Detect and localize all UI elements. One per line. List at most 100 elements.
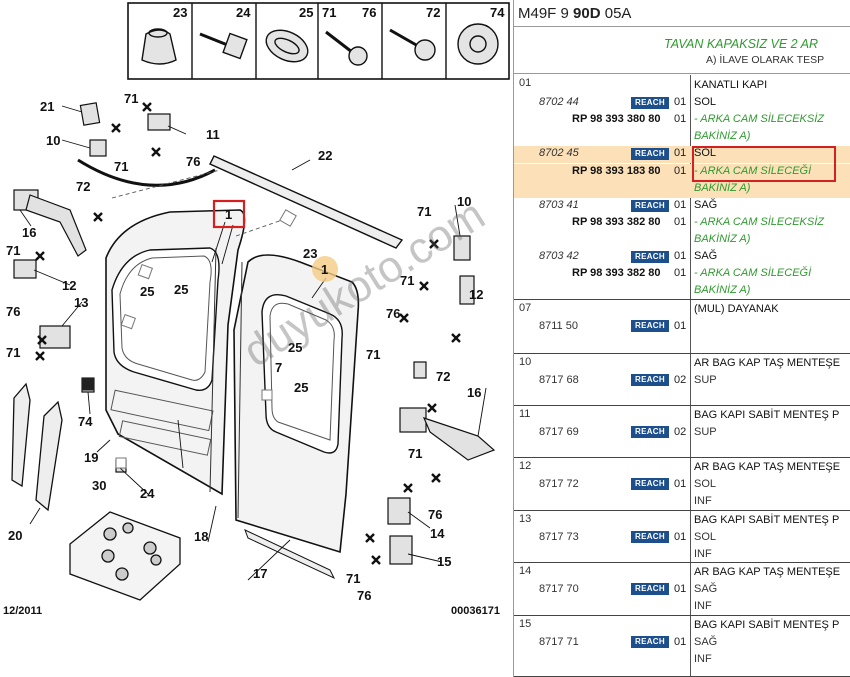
section-divider bbox=[690, 563, 691, 615]
header-suffix: 05A bbox=[604, 5, 632, 22]
callout-label: 30 bbox=[92, 478, 106, 493]
section-divider bbox=[690, 616, 691, 676]
weatherstrip bbox=[209, 155, 404, 249]
quantity: 01 bbox=[674, 164, 687, 177]
callout-label: 7 bbox=[275, 360, 282, 375]
callout-label: 72 bbox=[426, 5, 440, 20]
quantity: 01 bbox=[674, 198, 687, 211]
callout-label: 72 bbox=[436, 369, 450, 384]
part-description: BAKİNİZ A) bbox=[694, 232, 751, 245]
part-code: 8717 71 bbox=[539, 636, 579, 648]
part-row: KANATLI KAPI bbox=[514, 78, 850, 95]
hinges bbox=[13, 102, 496, 565]
section-number: 15 bbox=[519, 618, 532, 630]
quantity: 01 bbox=[674, 96, 687, 109]
part-description: BAG KAPI SABİT MENTEŞ P bbox=[694, 409, 840, 421]
callout-label: 74 bbox=[490, 5, 505, 20]
parts-list-subtitle-block: TAVAN KAPAKSIZ VE 2 AR A) İLAVE OLARAK T… bbox=[514, 28, 850, 74]
section-number: 11 bbox=[519, 408, 531, 420]
part-row: BAKİNİZ A) bbox=[514, 129, 850, 146]
part-description: SOL bbox=[694, 147, 717, 160]
callout-label: 71 bbox=[346, 571, 360, 586]
callout-label: 71 bbox=[366, 347, 380, 362]
section-divider bbox=[690, 511, 691, 562]
parts-list-header: M49F 9 90D 05A bbox=[514, 0, 850, 27]
part-description: AR BAG KAP TAŞ MENTEŞE bbox=[694, 461, 841, 473]
callout-labels-top: 23 24 25 71 76 72 74 bbox=[173, 5, 505, 20]
callout-label: 11 bbox=[206, 127, 220, 142]
reach-badge: REACH bbox=[631, 320, 669, 332]
callout-label: 18 bbox=[194, 529, 208, 544]
callout-label: 71 bbox=[322, 5, 336, 20]
quantity: 01 bbox=[674, 478, 687, 490]
part-row: BAKİNİZ A) bbox=[514, 180, 850, 198]
diagram-number: 00036171 bbox=[451, 605, 500, 617]
callout-label: 16 bbox=[467, 385, 481, 400]
reach-badge: REACH bbox=[631, 251, 669, 263]
callout-label: 71 bbox=[124, 91, 138, 106]
quantity: 01 bbox=[674, 531, 687, 543]
part-code: 8717 72 bbox=[539, 478, 579, 490]
right-door-outline bbox=[233, 254, 360, 580]
rp-reference: RP 98 393 382 80 bbox=[572, 267, 661, 280]
section-number: 12 bbox=[519, 460, 532, 472]
part-code: 8703 41 bbox=[539, 198, 579, 211]
part-row: BAKİNİZ A) bbox=[514, 283, 850, 300]
callout-label: 22 bbox=[318, 148, 332, 163]
part-description: SAĞ bbox=[694, 250, 718, 262]
section-number: 10 bbox=[519, 356, 532, 368]
quantity: 01 bbox=[674, 215, 687, 228]
rp-reference: RP 98 393 382 80 bbox=[572, 215, 661, 228]
callout-label: 76 bbox=[386, 306, 400, 321]
reach-badge: REACH bbox=[631, 583, 669, 595]
callout-label: 71 bbox=[6, 243, 20, 258]
fastener-crosses bbox=[35, 102, 461, 565]
callout-label: 14 bbox=[430, 526, 445, 541]
callout-label: 76 bbox=[362, 5, 376, 20]
part-description: BAKİNİZ A) bbox=[694, 284, 751, 297]
section-number: 07 bbox=[519, 302, 532, 314]
part-code: 8717 69 bbox=[539, 426, 579, 438]
part-code: 8702 44 bbox=[539, 96, 579, 109]
callout-highlight-dot bbox=[312, 256, 338, 282]
callout-label: 71 bbox=[400, 273, 414, 288]
reach-badge: REACH bbox=[631, 148, 669, 161]
rp-reference: RP 98 393 380 80 bbox=[572, 113, 661, 126]
part-description: - ARKA CAM SİLECEKSİZ bbox=[694, 215, 824, 228]
rp-reference: RP 98 393 183 80 bbox=[572, 164, 661, 177]
quantity: 01 bbox=[674, 147, 687, 160]
callout-red-box bbox=[212, 199, 246, 229]
fastener-box bbox=[69, 511, 181, 601]
part-side: SAĞ bbox=[694, 583, 718, 595]
reach-badge: REACH bbox=[631, 478, 669, 490]
part-description: AR BAG KAP TAŞ MENTEŞE bbox=[694, 357, 841, 369]
part-position: INF bbox=[694, 600, 712, 612]
callout-label: 10 bbox=[457, 194, 471, 209]
callout-label: 23 bbox=[303, 246, 317, 261]
plug-markers bbox=[81, 209, 297, 469]
part-position: INF bbox=[694, 653, 712, 665]
part-code: 8711 50 bbox=[539, 320, 578, 332]
part-code: 8717 73 bbox=[539, 531, 579, 543]
section-divider bbox=[690, 300, 691, 353]
quantity: 01 bbox=[674, 250, 687, 262]
dashed-guides bbox=[111, 169, 289, 237]
section-number: 14 bbox=[519, 565, 532, 577]
part-row: BAKİNİZ A) bbox=[514, 232, 850, 249]
callout-label: 17 bbox=[253, 566, 267, 581]
part-row: RP 98 393 382 80 01 - ARKA CAM SİLECEKSİZ bbox=[514, 215, 850, 232]
callout-label: 13 bbox=[74, 295, 88, 310]
part-description: BAG KAPI SABİT MENTEŞ P bbox=[694, 514, 840, 526]
callout-label: 1 bbox=[225, 207, 232, 222]
subtitle-line-1: TAVAN KAPAKSIZ VE 2 AR bbox=[664, 37, 818, 51]
callout-label: 76 bbox=[6, 304, 20, 319]
section-divider bbox=[690, 406, 691, 457]
part-side: SAĞ bbox=[694, 636, 718, 648]
